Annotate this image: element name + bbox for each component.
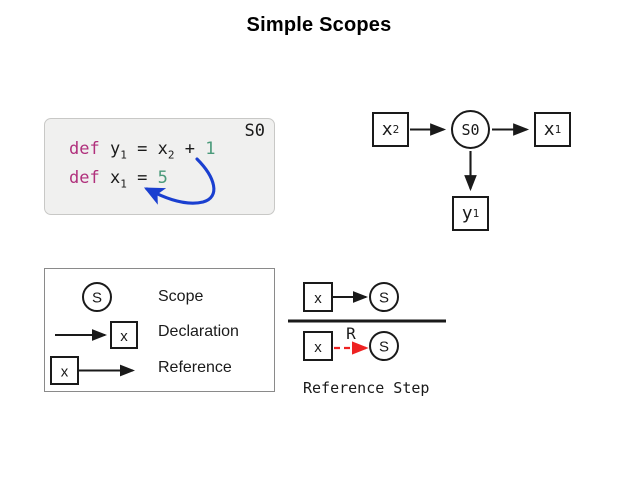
rule-edge-label-R: R	[346, 324, 356, 343]
keyword-def: def	[69, 168, 100, 188]
code-line-1: def y1 = x2 + 1	[69, 139, 216, 162]
reference-step-rule: x S circle S (red dashed) --> x R S Refe…	[288, 275, 468, 400]
code-scope-label: S0	[244, 121, 265, 141]
legend-reference-box	[50, 356, 79, 385]
reference-step-rule-svg: x S circle S (red dashed) --> x R S	[288, 282, 446, 361]
decl-name-x: x	[109, 168, 121, 188]
decl-name-y: y	[109, 139, 121, 159]
legend-glyphs-svg: S x x	[50, 282, 138, 385]
rule-premise-box-label: x	[314, 290, 322, 307]
legend-scope-glyph-label: S	[92, 290, 102, 307]
equals-sign: =	[137, 168, 148, 188]
graph-node-y1-label: y	[461, 203, 473, 224]
code-space	[174, 139, 184, 159]
literal-five: 5	[157, 168, 168, 188]
graph-node-s0-label: S0	[461, 120, 480, 139]
code-line-2: def x1 = 5	[69, 168, 168, 191]
legend-label-declaration: Declaration	[158, 323, 239, 340]
code-space	[195, 139, 205, 159]
literal-one: 1	[205, 139, 216, 159]
legend-label-scope: Scope	[158, 288, 204, 305]
decl-name-x-subscript: 1	[120, 177, 127, 191]
equals-sign: =	[137, 139, 148, 159]
rule-conclusion-circle	[369, 331, 399, 361]
legend-label-reference: Reference	[158, 359, 232, 376]
decl-name-y-subscript: 1	[120, 148, 127, 162]
graph-node-s0[interactable]: S0	[451, 110, 490, 149]
legend-declaration-glyph-label: x	[120, 328, 128, 345]
keyword-def: def	[69, 139, 100, 159]
code-space	[100, 168, 110, 188]
graph-node-x1-label: x	[543, 119, 555, 140]
rule-premise-box	[303, 282, 333, 312]
page-title: Simple Scopes	[246, 14, 392, 36]
ref-name-x-subscript: 2	[167, 148, 175, 162]
legend-reference-glyph-label: x	[61, 364, 69, 381]
code-space	[100, 139, 110, 159]
ref-name-x: x	[157, 139, 168, 159]
code-space	[147, 139, 157, 159]
rule-caption: Reference Step	[303, 379, 430, 397]
graph-node-x2-label: x	[381, 119, 393, 140]
plus-operator: +	[184, 139, 195, 159]
legend-panel: S x x Scope Declaration Reference	[44, 268, 275, 392]
rule-conclusion-box	[303, 331, 333, 361]
code-space	[147, 168, 157, 188]
code-space	[127, 168, 137, 188]
legend-declaration-box	[110, 321, 138, 349]
rule-premise-circle-label: S	[379, 290, 389, 307]
rule-conclusion-circle-label: S	[379, 339, 389, 356]
scope-graph-edges	[410, 123, 530, 192]
legend-scope-circle	[82, 282, 112, 312]
code-panel: S0 def y1 = x2 + 1 def x1 = 5	[44, 118, 275, 215]
code-space	[127, 139, 137, 159]
rule-conclusion-box-label: x	[314, 339, 322, 356]
rule-premise-circle	[369, 282, 399, 312]
